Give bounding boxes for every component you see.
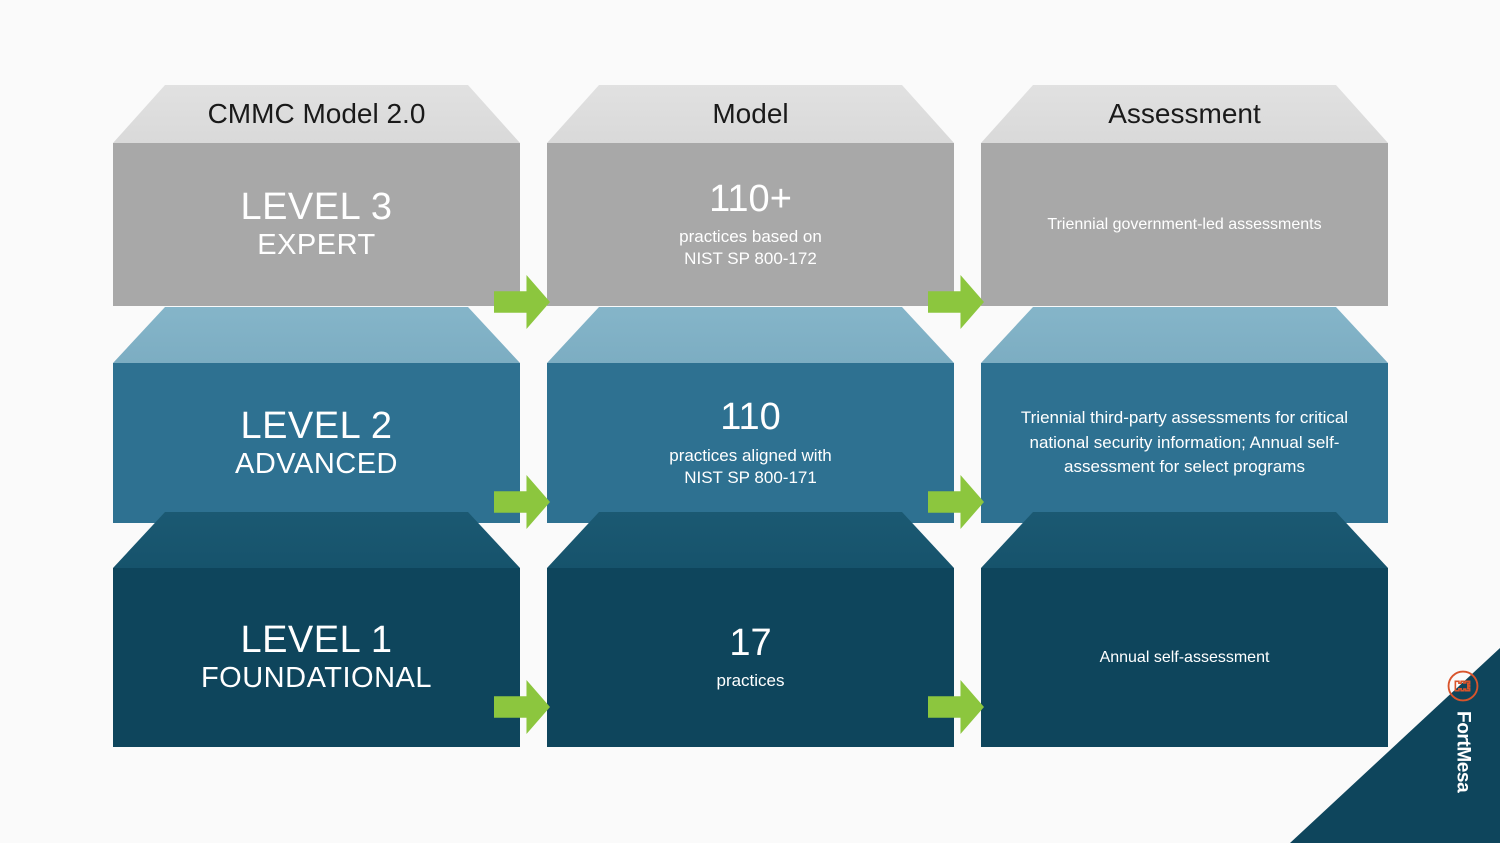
level-3-practice-detail: practices based on NIST SP 800-172 — [679, 226, 822, 270]
level-3-name: LEVEL 3 — [240, 186, 393, 229]
level-3-identity-face: LEVEL 3 EXPERT — [113, 143, 520, 306]
level-2-name: LEVEL 2 — [240, 404, 393, 447]
column-header-label: Assessment — [1108, 98, 1261, 129]
level-2-cap-model — [547, 307, 954, 363]
brand-lockup: FortMesa — [1440, 669, 1486, 829]
fortmesa-fort-icon — [1447, 670, 1479, 702]
level-2-assessment-text: Triennial third-party assessments for cr… — [1020, 408, 1349, 477]
level-1-assessment-text: Annual self-assessment — [1099, 648, 1270, 666]
level-1-tier: FOUNDATIONAL — [200, 662, 433, 695]
level-1-model-block[interactable]: 17 practices — [547, 512, 954, 747]
level-1-name: LEVEL 1 — [240, 619, 393, 662]
level-2-practice-detail: practices aligned with NIST SP 800-171 — [669, 445, 832, 489]
level-1-practice-detail: practices — [716, 671, 785, 691]
level-1-practice-count: 17 — [729, 621, 772, 664]
column-header-label: Model — [712, 98, 789, 129]
level-3-practice-count: 110+ — [709, 177, 792, 220]
cmmc-level-stack: CMMC Model 2.0 LEVEL 3 EXPERT Model 110+… — [113, 85, 1388, 747]
level-2-practice-detail-line1: practices aligned with — [669, 445, 832, 465]
level-3-model-block[interactable]: Model 110+ practices based on NIST SP 80… — [547, 85, 954, 307]
level-3-assessment-face: Triennial government-led assessments — [981, 143, 1388, 306]
level-2-assessment-block[interactable]: Triennial third-party assessments for cr… — [981, 307, 1388, 523]
level-1-cap-model20 — [113, 512, 520, 568]
level-3-model-face: 110+ practices based on NIST SP 800-172 — [547, 143, 954, 306]
level-2-model-block[interactable]: 110 practices aligned with NIST SP 800-1… — [547, 307, 954, 523]
level-1-cap-assessment — [981, 512, 1388, 568]
column-header-model20: CMMC Model 2.0 — [113, 85, 520, 143]
level-2-tier: ADVANCED — [235, 447, 398, 480]
level-3-practice-detail-line1: practices based on — [679, 227, 822, 247]
level-row-1: LEVEL 1 FOUNDATIONAL 17 practices Annual… — [113, 512, 1388, 747]
level-row-3: CMMC Model 2.0 LEVEL 3 EXPERT Model 110+… — [113, 85, 1388, 307]
level-3-assessment-block[interactable]: Assessment Triennial government-led asse… — [981, 85, 1388, 307]
level-2-identity-face: LEVEL 2 ADVANCED — [113, 363, 520, 523]
level-2-model-face: 110 practices aligned with NIST SP 800-1… — [547, 363, 954, 523]
level-3-assessment-text: Triennial government-led assessments — [1047, 215, 1322, 233]
level-2-practice-count: 110 — [720, 396, 781, 438]
level-1-model20-block[interactable]: LEVEL 1 FOUNDATIONAL — [113, 512, 520, 747]
level-2-assessment-face: Triennial third-party assessments for cr… — [981, 363, 1388, 523]
level-2-cap-model20 — [113, 307, 520, 363]
level-1-assessment-face: Annual self-assessment — [981, 568, 1388, 747]
level-2-practice-detail-line2: NIST SP 800-171 — [684, 467, 817, 487]
level-1-assessment-block[interactable]: Annual self-assessment — [981, 512, 1388, 747]
level-row-2: LEVEL 2 ADVANCED 110 practices aligned w… — [113, 307, 1388, 523]
column-header-model: Model — [547, 85, 954, 143]
level-2-cap-assessment — [981, 307, 1388, 363]
level-3-tier: EXPERT — [257, 229, 376, 262]
level-3-practice-detail-line2: NIST SP 800-172 — [684, 249, 817, 269]
level-1-cap-model — [547, 512, 954, 568]
brand-name: FortMesa — [1452, 711, 1474, 793]
level-1-model-face: 17 practices — [547, 568, 954, 747]
level-1-identity-face: LEVEL 1 FOUNDATIONAL — [113, 568, 520, 747]
level-2-model20-block[interactable]: LEVEL 2 ADVANCED — [113, 307, 520, 523]
column-header-assessment: Assessment — [981, 85, 1388, 143]
column-header-label: CMMC Model 2.0 — [207, 98, 426, 129]
level-3-model20-block[interactable]: CMMC Model 2.0 LEVEL 3 EXPERT — [113, 85, 520, 307]
